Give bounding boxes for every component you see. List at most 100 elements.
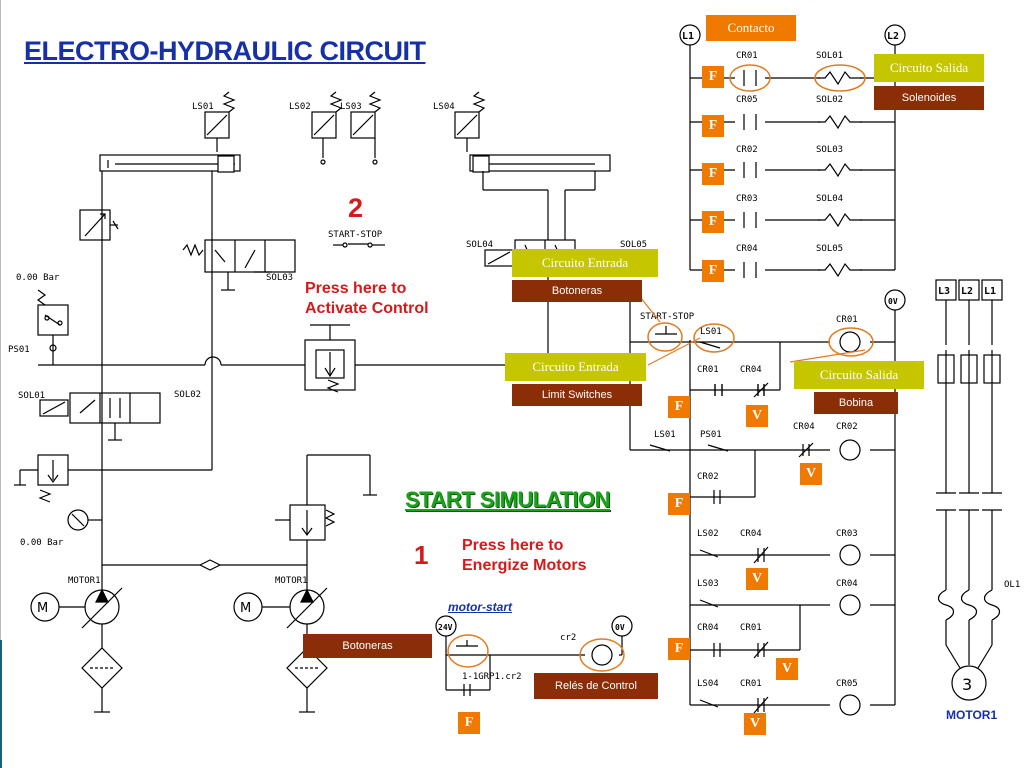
rung2-coil-label: SOL02 [816, 95, 843, 105]
cr01-contact-a: CR01 [697, 365, 719, 375]
cr01-coil-label: CR01 [836, 315, 858, 325]
ls02-contact: LS02 [697, 529, 719, 539]
energize-motors-button[interactable]: Press here to Energize Motors [462, 536, 586, 576]
motor1-caption: MOTOR1 [946, 708, 998, 722]
pressure-readout-2: 0.00 Bar [20, 538, 64, 548]
sol03-label: SOL03 [266, 273, 293, 283]
ls02-label: LS02 [289, 102, 311, 112]
tag-f-6: F [668, 396, 690, 418]
overload-label: OL1 [1004, 580, 1020, 590]
tag-v-1: V [746, 405, 768, 427]
rung1-coil-label: SOL01 [816, 51, 843, 61]
sol01-label: SOL01 [18, 391, 45, 401]
cylinder-right [469, 154, 611, 172]
cr01-contact-c: CR01 [740, 679, 762, 689]
activate-control-line1: Press here to [305, 280, 407, 297]
l3-terminal: L3 [938, 286, 950, 297]
start-stop-label-step2: START-STOP [328, 230, 383, 240]
label-botoneras-1: Botoneras [512, 280, 642, 302]
hydraulic-circuit: M M [14, 91, 630, 713]
cr04-contact-c: CR04 [740, 529, 762, 539]
rung5-coil-label: SOL05 [816, 244, 843, 254]
cr2-label: cr2 [560, 633, 576, 643]
energize-motors-line2: Energize Motors [462, 557, 587, 574]
cr04-contact-a: CR04 [740, 365, 762, 375]
rung1-contact-label: CR01 [736, 51, 758, 61]
v0-terminal: 0V [615, 623, 625, 632]
activate-control-button[interactable]: Press here to Activate Control [305, 279, 429, 319]
svg-text:M: M [37, 601, 48, 616]
connector-limit-switches [647, 337, 701, 366]
ls04-contact: LS04 [697, 679, 719, 689]
tag-f-4: F [702, 211, 724, 233]
tag-f-7: F [668, 493, 690, 515]
ls01-contact-b: LS01 [654, 430, 676, 440]
cr01-contact-b: CR01 [740, 623, 762, 633]
rung3-contact-label: CR02 [736, 145, 758, 155]
cylinder-left [99, 154, 241, 172]
v24-terminal: 24V [438, 623, 453, 632]
tag-f-5: F [702, 260, 724, 282]
rung4-coil-label: SOL04 [816, 194, 843, 204]
step1-number: 1 [414, 540, 429, 570]
tag-v-4: V [776, 658, 798, 680]
cr04-contact-d: CR04 [697, 623, 719, 633]
label-circuito-salida-2: Circuito Salida [794, 361, 924, 389]
label-reles-control: Relés de Control [534, 673, 658, 699]
l2-power-terminal: L2 [961, 286, 973, 297]
page-title: ELECTRO-HYDRAULIC CIRCUIT [24, 36, 426, 66]
motor1-label-a: MOTOR1 [68, 576, 101, 586]
ls03-label: LS03 [340, 102, 362, 112]
cr02-coil-label: CR02 [836, 422, 858, 432]
label-solenoides: Solenoides [874, 86, 984, 110]
tag-f-8: F [668, 638, 690, 660]
pressure-readout-1: 0.00 Bar [16, 273, 60, 283]
label-bobina: Bobina [814, 392, 898, 414]
cr04-contact-b: CR04 [793, 422, 815, 432]
start-simulation-button[interactable]: START SIMULATION [405, 487, 611, 512]
tag-f-9: F [458, 712, 480, 734]
step2-number: 2 [348, 193, 364, 223]
tag-f-3: F [702, 163, 724, 185]
ladder-bottom [629, 289, 906, 716]
tag-v-2: V [800, 463, 822, 485]
start-stop-label: START-STOP [640, 312, 695, 322]
ps01-label: PS01 [8, 345, 30, 355]
l1-power-terminal: L1 [984, 286, 996, 297]
label-botoneras-2: Botoneras [303, 634, 432, 658]
energize-motors-line1: Press here to [462, 537, 564, 554]
power-section: 3 [935, 279, 1003, 701]
rung4-contact-label: CR03 [736, 194, 758, 204]
svg-text:M: M [240, 601, 251, 616]
cr02-contact: CR02 [697, 472, 719, 482]
sol02-label: SOL02 [174, 390, 201, 400]
zero-volt-terminal: 0V [888, 297, 898, 306]
sol05-label: SOL05 [620, 240, 647, 250]
connector-bobina [789, 349, 866, 363]
cr03-coil-label: CR03 [836, 529, 858, 539]
motor-start-circuit [435, 615, 633, 696]
motor1-label-b: MOTOR1 [275, 576, 308, 586]
rung2-contact-label: CR05 [736, 95, 758, 105]
l2-terminal: L2 [887, 31, 899, 42]
ls03-contact: LS03 [697, 579, 719, 589]
svg-text:3: 3 [962, 675, 972, 694]
ls01-label: LS01 [192, 102, 214, 112]
cr04-coil-label: CR04 [836, 579, 858, 589]
cr05-coil-label: CR05 [836, 679, 858, 689]
ls04-label: LS04 [433, 102, 455, 112]
l1-terminal: L1 [682, 31, 694, 42]
label-contacto: Contacto [706, 15, 796, 41]
tag-v-3: V [746, 568, 768, 590]
label-circuito-salida-1: Circuito Salida [874, 54, 984, 82]
activate-control-line2: Activate Control [305, 300, 429, 317]
rung5-contact-label: CR04 [736, 244, 758, 254]
label-circuito-entrada-2: Circuito Entrada [505, 353, 646, 381]
ls01-contact-a: LS01 [700, 327, 722, 337]
label-circuito-entrada-1: Circuito Entrada [512, 249, 658, 277]
tag-v-5: V [744, 713, 766, 735]
tag-f-2: F [702, 115, 724, 137]
ps01-contact: PS01 [700, 430, 722, 440]
